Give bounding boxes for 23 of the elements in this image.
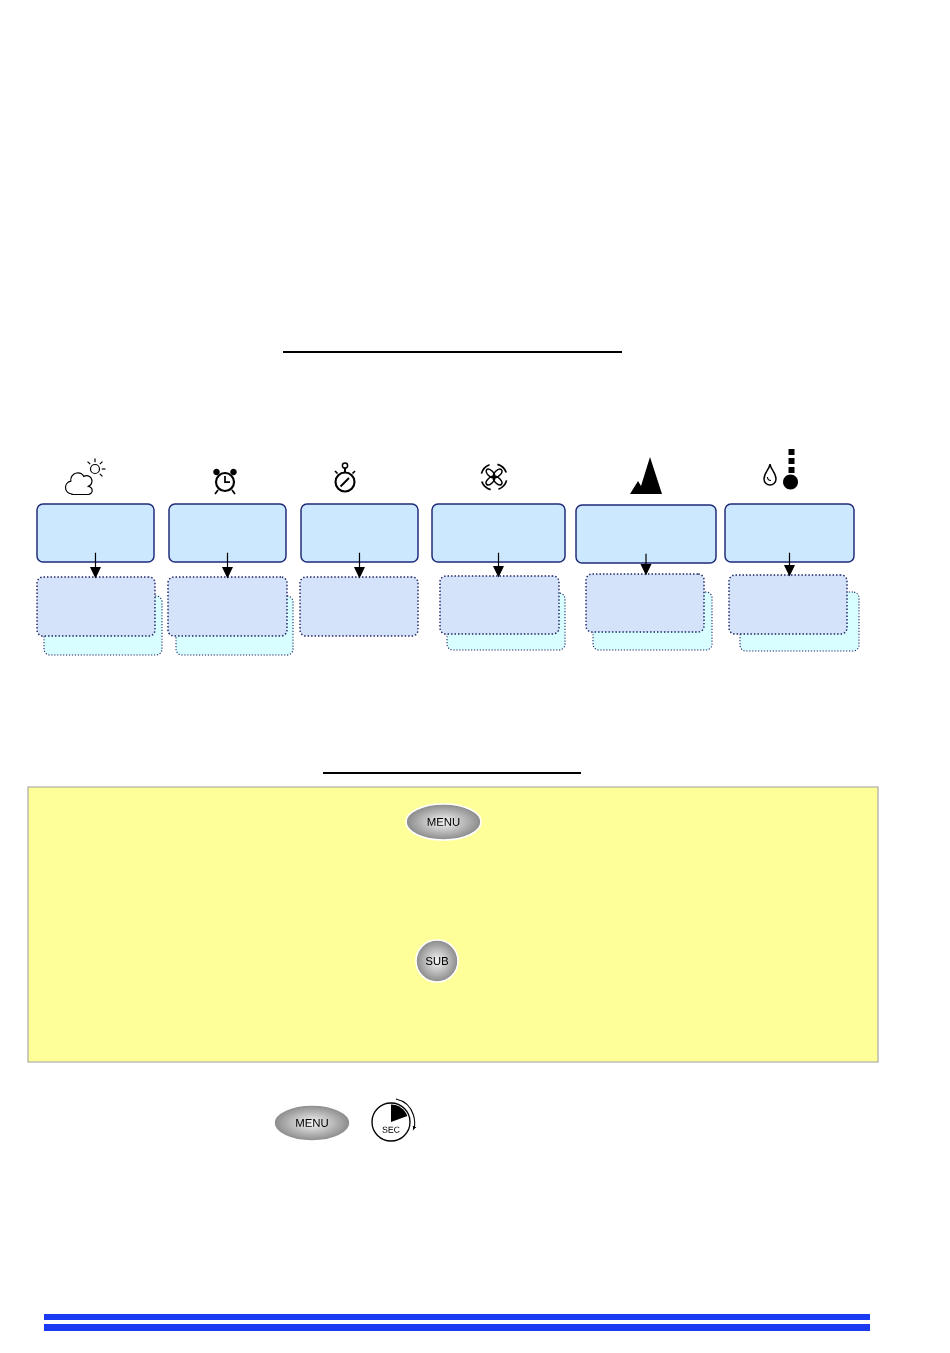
note-panel [27, 786, 879, 1063]
timer-dial-button: SEC [371, 1098, 416, 1142]
display-box [724, 503, 855, 563]
arrow [354, 552, 365, 579]
oval-button: MENU [405, 803, 482, 841]
arrow [784, 552, 795, 577]
submenu-box [585, 573, 705, 633]
submenu-box [167, 576, 288, 637]
display-box [431, 503, 566, 563]
submenu-box [299, 576, 419, 637]
arrow [222, 552, 233, 579]
display-box [300, 503, 419, 563]
submenu-box [36, 576, 156, 637]
display-box [168, 503, 287, 563]
display-box [575, 504, 717, 564]
display-box [36, 503, 155, 563]
round-button: SUB [415, 939, 459, 983]
submenu-box [439, 575, 560, 635]
oval-button: MENU [273, 1104, 351, 1142]
arrow [493, 552, 504, 578]
arrow [640, 553, 652, 576]
submenu-box [728, 574, 848, 635]
arrow [90, 552, 101, 579]
